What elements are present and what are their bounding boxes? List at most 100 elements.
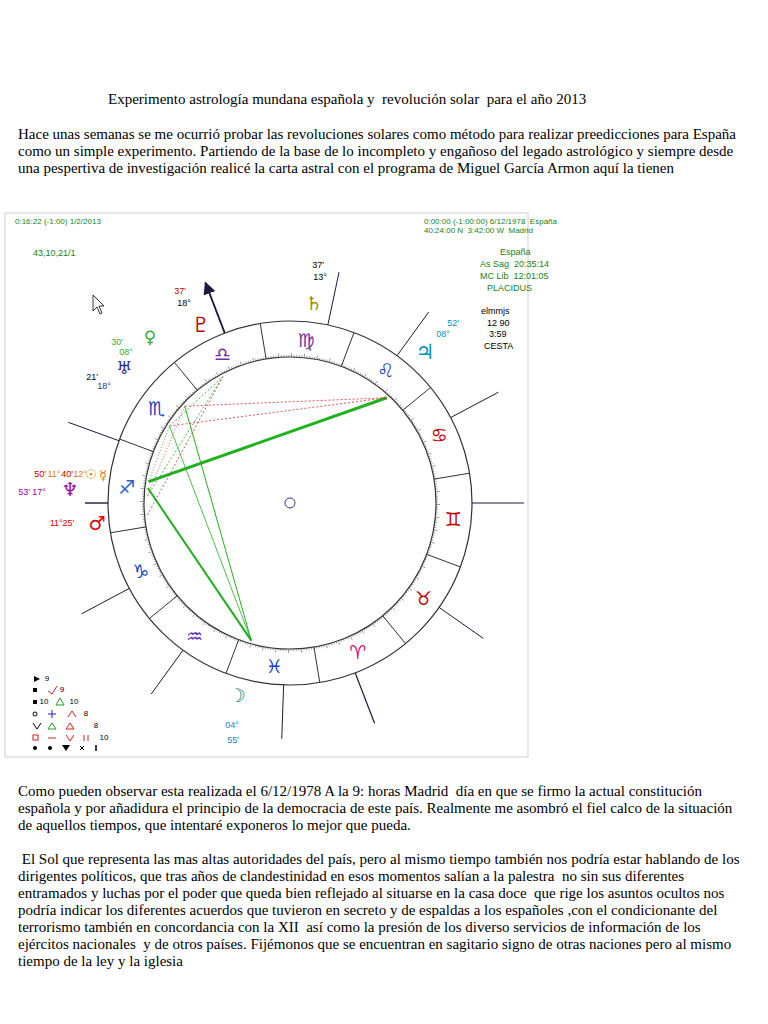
degree-tick [417,429,420,431]
degree-tick [431,463,433,465]
house-cusp [82,588,130,613]
degree-tick [301,649,302,653]
house-cusp [439,607,483,638]
planet-glyph: ♅ [116,359,132,377]
degree-ticks [140,353,440,653]
degree-tick [419,570,421,572]
sign-boundary [174,362,197,390]
degree-tick [143,521,145,522]
degree-tick [303,648,304,650]
degree-label: 12° [73,470,87,479]
degree-label: 37' [312,261,324,270]
degree-tick [413,424,415,425]
planet-glyph: ♂ [88,514,105,533]
degree-tick [436,507,438,508]
degree-tick [213,377,214,379]
degree-tick [147,465,149,467]
zodiac-outer-circle [108,321,472,685]
degree-tick [273,356,274,358]
degree-tick [192,614,195,617]
degree-tick [434,481,436,482]
degree-tick [192,392,193,393]
degree-tick [171,590,173,591]
legend-mark [66,735,74,741]
legend-mark [66,723,74,729]
degree-tick [431,465,435,467]
degree-tick [362,630,364,633]
planet-glyph: ♆ [61,480,78,499]
degree-tick [258,358,259,360]
degree-tick [299,355,300,357]
degree-tick [429,458,431,460]
degree-tick [225,635,227,639]
aspect-count: 10 [40,698,49,706]
degree-tick [416,428,418,429]
degree-tick [308,648,309,650]
sign-glyph: ♍ [297,330,314,349]
degree-tick [142,496,144,497]
degree-label: 30' [111,338,123,347]
degree-tick [338,364,340,366]
degree-label: 18° [177,299,191,308]
sign-glyph: ♉ [415,589,432,608]
degree-tick [364,629,365,631]
degree-tick [179,600,180,601]
degree-tick [425,559,427,561]
degree-tick [348,637,350,639]
degree-tick [396,604,397,605]
degree-tick [152,556,154,558]
planet-glyph: ☿ [99,469,107,482]
degree-tick [162,577,164,578]
degree-tick [428,453,432,454]
degree-tick [205,379,207,382]
degree-tick [434,529,438,531]
degree-label: 40' [61,470,73,479]
degree-tick [149,546,151,548]
aspect-line [170,377,223,426]
degree-tick [183,401,184,402]
degree-tick [409,588,412,590]
aspect-count: 8 [84,710,88,718]
degree-tick [212,627,213,629]
degree-tick [200,385,201,387]
legend-mark [56,698,64,705]
degree-tick [348,367,350,369]
degree-tick [233,366,235,368]
aspect-line [147,406,185,496]
degree-tick [203,622,205,625]
degree-tick [159,575,162,577]
degree-label: 08° [119,348,133,357]
degree-tick [188,396,189,397]
legend-mark [48,746,52,750]
degree-tick [177,598,179,599]
degree-tick [142,491,144,492]
degree-tick [200,619,201,621]
degree-tick [359,631,361,633]
degree-tick [262,647,264,651]
degree-tick [355,371,357,373]
degree-tick [143,475,147,477]
degree-tick [145,539,149,541]
degree-tick [410,418,413,420]
degree-tick [328,644,330,646]
degree-tick [352,635,354,637]
degree-tick [306,356,307,358]
degree-tick [379,386,380,388]
degree-tick [406,413,408,414]
degree-tick [381,387,382,389]
degree-tick [407,415,409,416]
degree-tick [394,605,395,606]
degree-tick [423,563,425,565]
degree-label: 37' [174,287,186,296]
degree-tick [387,612,388,613]
degree-tick [140,501,144,502]
legend-mark [48,686,57,694]
legend-mark [33,700,37,704]
aspect-line [149,398,387,482]
degree-tick [311,647,312,649]
sign-glyph: ♏ [148,398,165,417]
degree-tick [426,556,428,558]
degree-tick [331,643,333,645]
degree-tick [429,456,431,458]
chart-info-text: España [500,248,531,257]
